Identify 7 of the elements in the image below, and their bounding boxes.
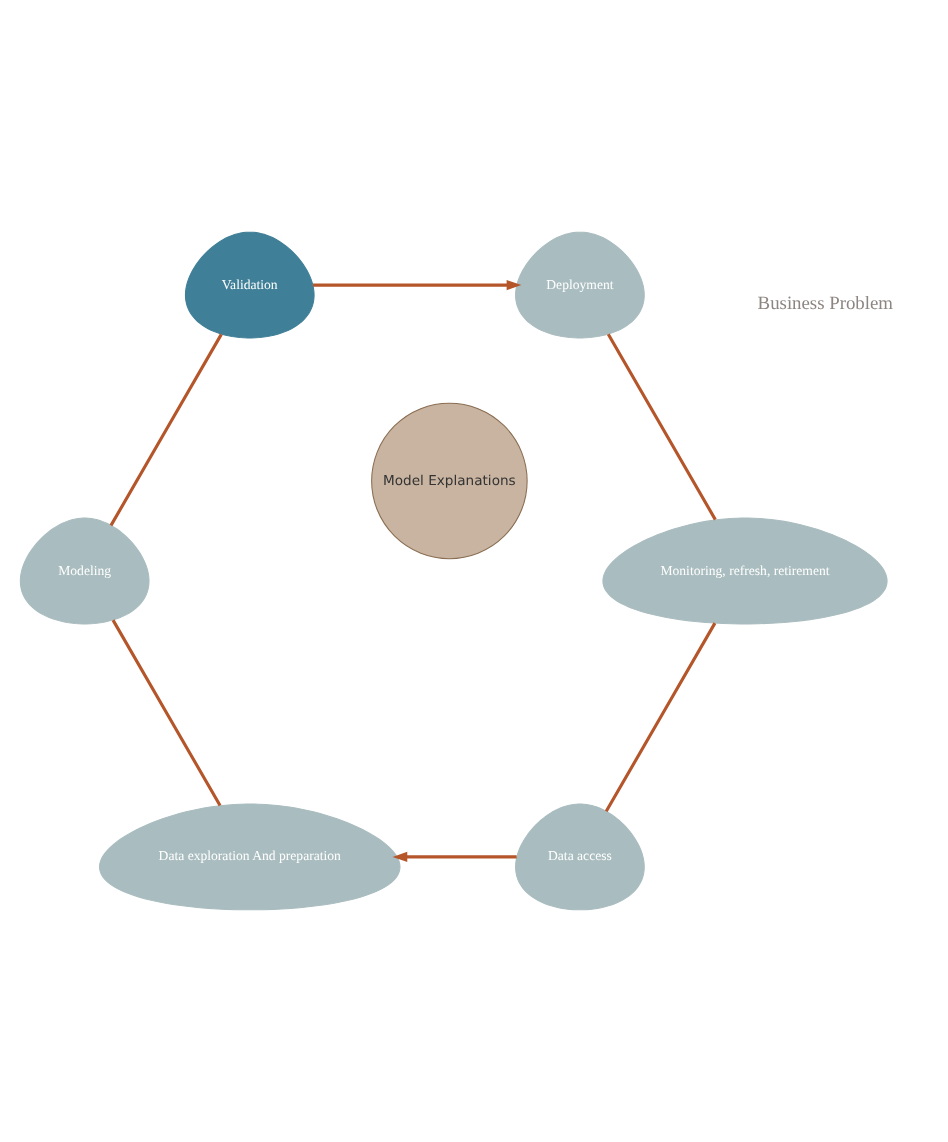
arrow xyxy=(313,279,522,291)
connector xyxy=(109,333,223,527)
connector xyxy=(111,619,222,807)
arrow xyxy=(392,851,517,863)
connector xyxy=(604,622,717,813)
label: Business Problem xyxy=(757,294,894,315)
connector xyxy=(606,333,717,521)
